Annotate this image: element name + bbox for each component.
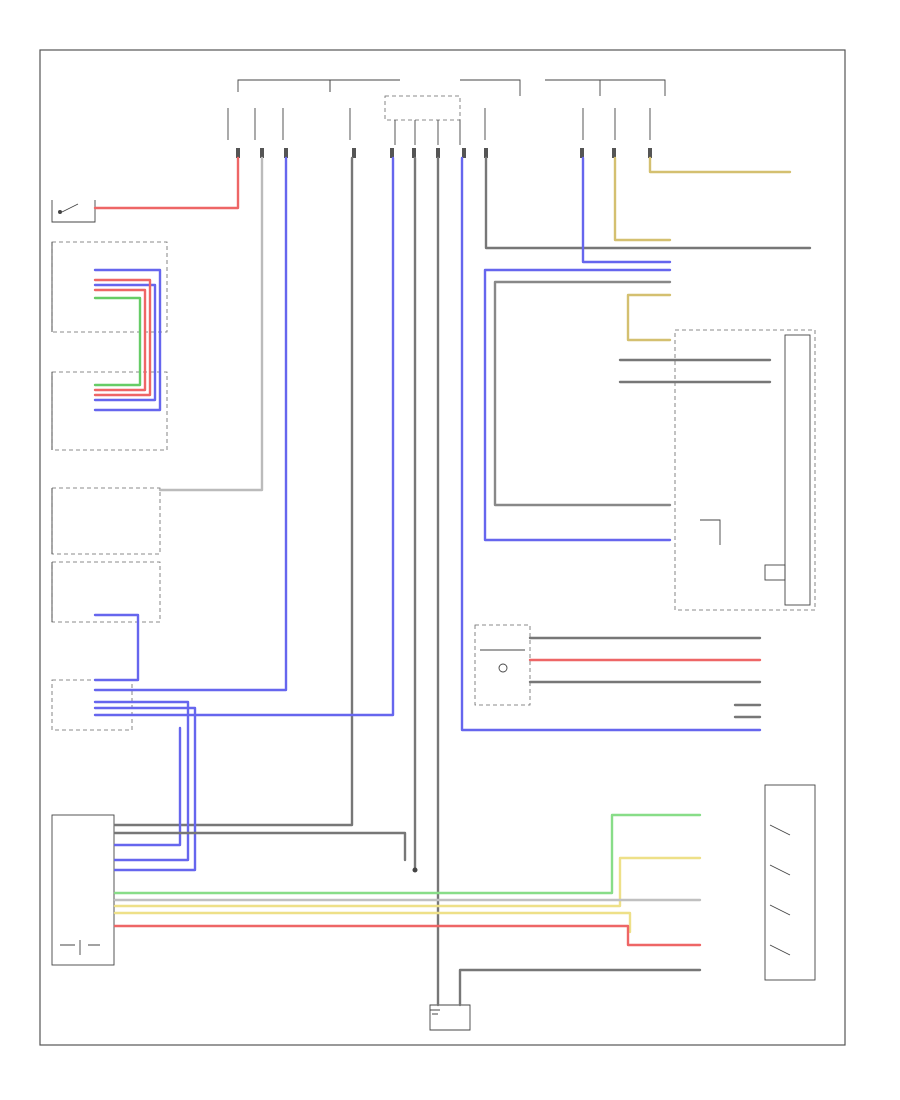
wire-blue-left-trunk — [93, 156, 288, 692]
ground-bottom-symbol — [430, 1009, 440, 1015]
combination-meter — [474, 624, 531, 706]
door-lock-motor-left — [51, 679, 133, 731]
wire-green-master — [93, 296, 142, 387]
wire-yellow-horn — [113, 856, 702, 908]
power-window-master-switch — [51, 241, 168, 333]
unlock-warning-switch — [51, 200, 96, 223]
theft-deterrent-ecu — [674, 329, 816, 611]
diagram-frame — [39, 49, 846, 1046]
wire-tan-2 — [626, 293, 672, 342]
wire-grey-ecu — [493, 280, 672, 507]
wire-red-warning — [93, 156, 240, 210]
door-control-unit-left — [51, 371, 168, 451]
door-lock-control-switch — [51, 814, 115, 966]
wire-tan-3 — [648, 156, 792, 174]
wire-black-right — [484, 156, 812, 250]
wire-blue-ecu — [581, 156, 672, 264]
wire-blue-master-2 — [93, 283, 157, 402]
wire-tan-1 — [613, 156, 672, 242]
wire-blue-switch — [93, 700, 190, 862]
wire-green-horn — [113, 813, 702, 895]
wire-black-meter-3 — [733, 703, 762, 719]
wire-black-mid-1 — [113, 156, 354, 827]
wire-blue-switch-2 — [93, 706, 197, 872]
wire-blue-master — [93, 268, 162, 412]
wire-blue-ecu-2 — [483, 268, 672, 542]
splice-cowl — [412, 867, 418, 873]
security-horn-assembly — [764, 784, 816, 981]
wire-blue-switch-3 — [113, 726, 182, 847]
wire-blue-right — [460, 156, 762, 732]
wire-red-master — [93, 278, 152, 397]
front-door-lock-assembly — [51, 487, 161, 555]
wire-yellow-horn-2 — [113, 911, 632, 934]
wire-blue-mid — [93, 156, 395, 717]
wire-black-horn — [458, 968, 702, 1007]
rear-door-lock-assembly — [51, 561, 161, 623]
ground-point-bottom — [429, 1004, 471, 1031]
wire-blue-rear-door — [93, 613, 140, 682]
wire-grey-left — [158, 156, 264, 492]
wire-black-cowl-2 — [113, 831, 407, 862]
fuse-block-top — [227, 79, 666, 158]
wire-red-horn — [113, 924, 702, 947]
wire-red-master-2 — [93, 288, 147, 392]
